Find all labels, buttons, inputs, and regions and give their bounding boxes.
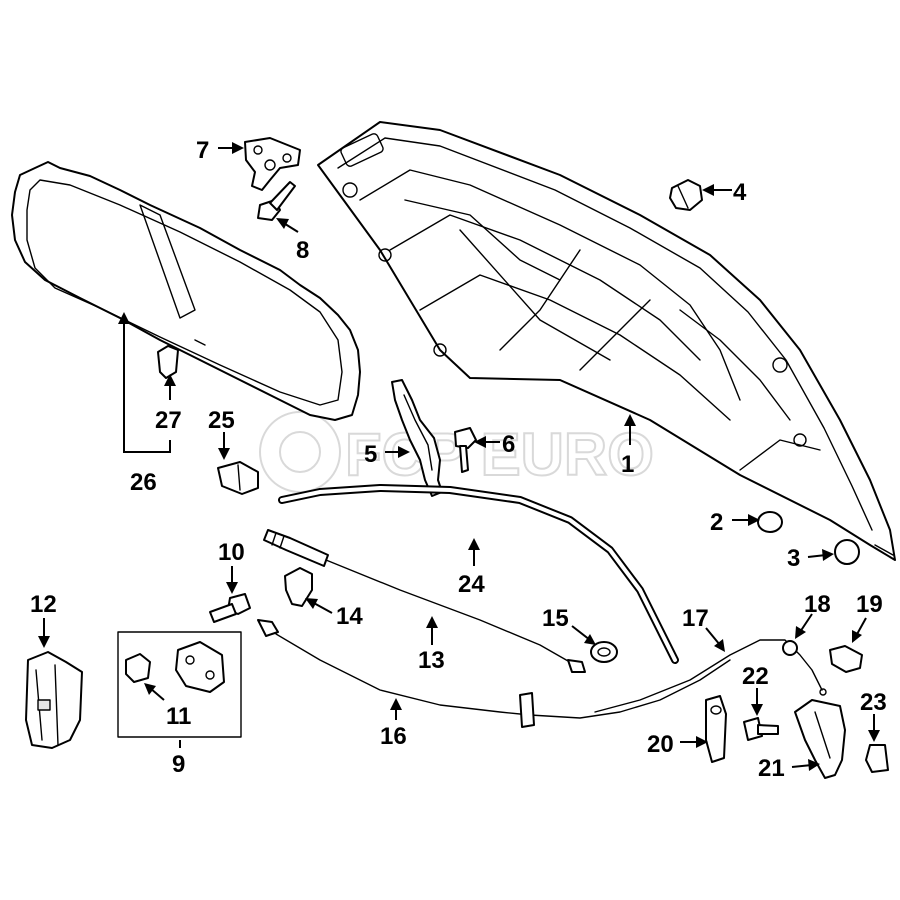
watermark-text: FCP EURO xyxy=(345,421,654,488)
part-12-support[interactable] xyxy=(25,651,83,749)
part-3-plug[interactable] xyxy=(834,539,860,565)
leader-lines xyxy=(38,142,880,771)
callout-11: 11 xyxy=(166,703,191,730)
callout-8: 8 xyxy=(296,237,309,264)
callout-10: 10 xyxy=(218,539,245,566)
part-4-bump-stop[interactable] xyxy=(669,179,703,211)
callout-1: 1 xyxy=(621,451,634,478)
part-14-clip[interactable] xyxy=(284,567,313,607)
part-18-fitting xyxy=(782,640,798,656)
callout-15: 15 xyxy=(542,605,569,632)
part-16-cable[interactable] xyxy=(257,619,731,728)
callout-12: 12 xyxy=(30,591,57,618)
callout-4: 4 xyxy=(733,179,747,206)
callout-27: 27 xyxy=(155,407,182,434)
part-6-bolt[interactable] xyxy=(454,427,477,473)
callout-14: 14 xyxy=(336,603,363,630)
part-hood-panel[interactable] xyxy=(317,121,896,561)
part-21-bracket[interactable] xyxy=(794,699,846,779)
callout-3: 3 xyxy=(787,545,800,572)
part-22-screw[interactable] xyxy=(743,717,779,741)
part-2-plug[interactable] xyxy=(757,511,783,533)
callout-18: 18 xyxy=(804,591,831,618)
part-17-cable[interactable] xyxy=(594,639,827,713)
callout-7: 7 xyxy=(196,137,209,164)
part-11-bushing xyxy=(125,653,151,683)
callout-25: 25 xyxy=(208,407,235,434)
callout-16: 16 xyxy=(380,723,407,750)
callout-9: 9 xyxy=(172,751,185,778)
callout-22: 22 xyxy=(742,663,769,690)
part-9-latch-kit[interactable] xyxy=(117,631,242,738)
callout-labels: 1 2 3 4 5 6 7 8 9 10 11 12 13 14 15 16 1… xyxy=(30,137,887,782)
callout-13: 13 xyxy=(418,647,445,674)
callout-2: 2 xyxy=(710,509,723,536)
part-15-grommet[interactable] xyxy=(590,641,618,663)
callout-21: 21 xyxy=(758,755,785,782)
part-19-clip[interactable] xyxy=(829,645,863,673)
part-13-strut[interactable] xyxy=(263,529,586,673)
callout-17: 17 xyxy=(682,605,709,632)
callout-26: 26 xyxy=(130,469,157,496)
callout-24: 24 xyxy=(458,571,485,598)
part-24-seal[interactable] xyxy=(278,484,679,664)
callout-6: 6 xyxy=(502,431,515,458)
part-10-bolt[interactable] xyxy=(209,593,251,623)
part-23-clip[interactable] xyxy=(865,744,889,773)
watermark-logo: FCP EURO xyxy=(259,411,655,493)
part-hood-insulator[interactable] xyxy=(11,161,361,421)
part-9-latch xyxy=(175,641,225,693)
callout-19: 19 xyxy=(856,591,883,618)
part-27-clip[interactable] xyxy=(157,345,179,379)
callout-23: 23 xyxy=(860,689,887,716)
callout-20: 20 xyxy=(647,731,674,758)
part-25-pad[interactable] xyxy=(217,461,259,495)
part-7-bracket[interactable] xyxy=(244,137,301,191)
part-20-handle[interactable] xyxy=(705,695,727,763)
part-8-bolt[interactable] xyxy=(257,181,296,221)
callout-5: 5 xyxy=(364,441,377,468)
